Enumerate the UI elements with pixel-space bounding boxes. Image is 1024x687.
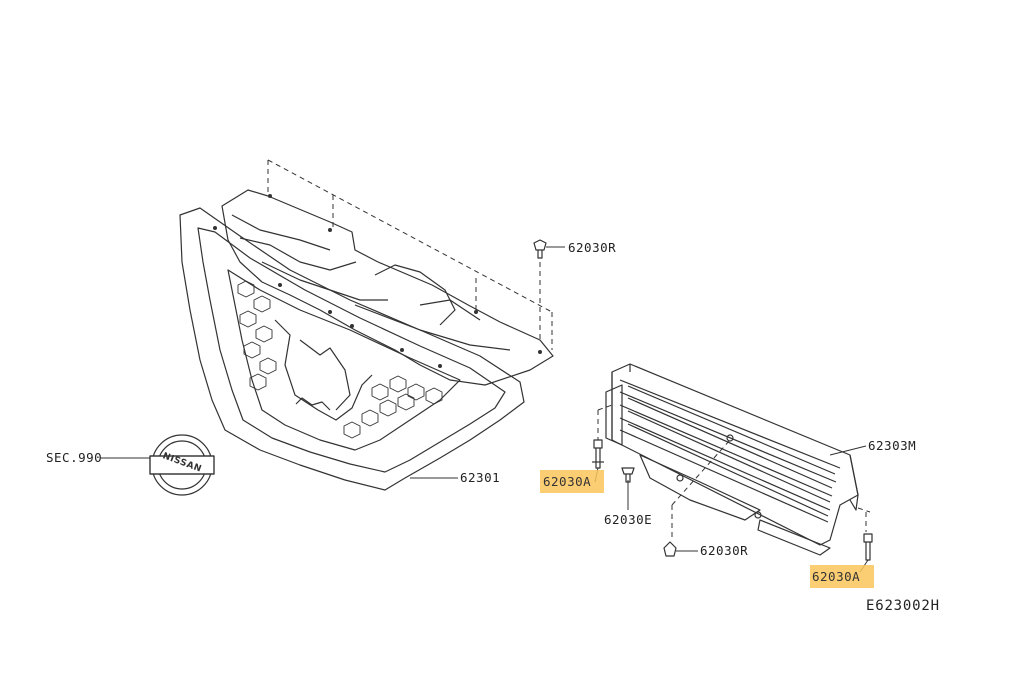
- clip-62030R-bottom: [663, 541, 677, 557]
- label-62030A-left[interactable]: 62030A: [543, 474, 592, 489]
- grille-frame: [179, 194, 542, 491]
- leader-62303M: [829, 445, 867, 456]
- label-62301[interactable]: 62301: [460, 470, 501, 485]
- highlight-62030A-right: [810, 565, 874, 588]
- dashed-leader-lines: [267, 159, 553, 350]
- clip-62030R-top: [533, 239, 547, 259]
- clip-62030E: [621, 467, 635, 483]
- label-62030E[interactable]: 62030E: [604, 512, 653, 527]
- label-62030R-top[interactable]: 62030R: [568, 240, 617, 255]
- upper-cover: [221, 189, 554, 386]
- label-62303M[interactable]: 62303M: [868, 438, 917, 453]
- lower-grille: [605, 363, 859, 556]
- label-62030R-bottom[interactable]: 62030R: [700, 543, 749, 558]
- nissan-emblem: [149, 434, 215, 496]
- diagram-code: E623002H: [866, 598, 940, 614]
- label-62030A-right[interactable]: 62030A: [812, 569, 861, 584]
- highlight-62030A-left: [540, 470, 604, 493]
- label-sec990[interactable]: SEC.990: [46, 450, 103, 465]
- bolt-62030A-left: [592, 439, 604, 469]
- bolt-62030A-right: [863, 533, 873, 561]
